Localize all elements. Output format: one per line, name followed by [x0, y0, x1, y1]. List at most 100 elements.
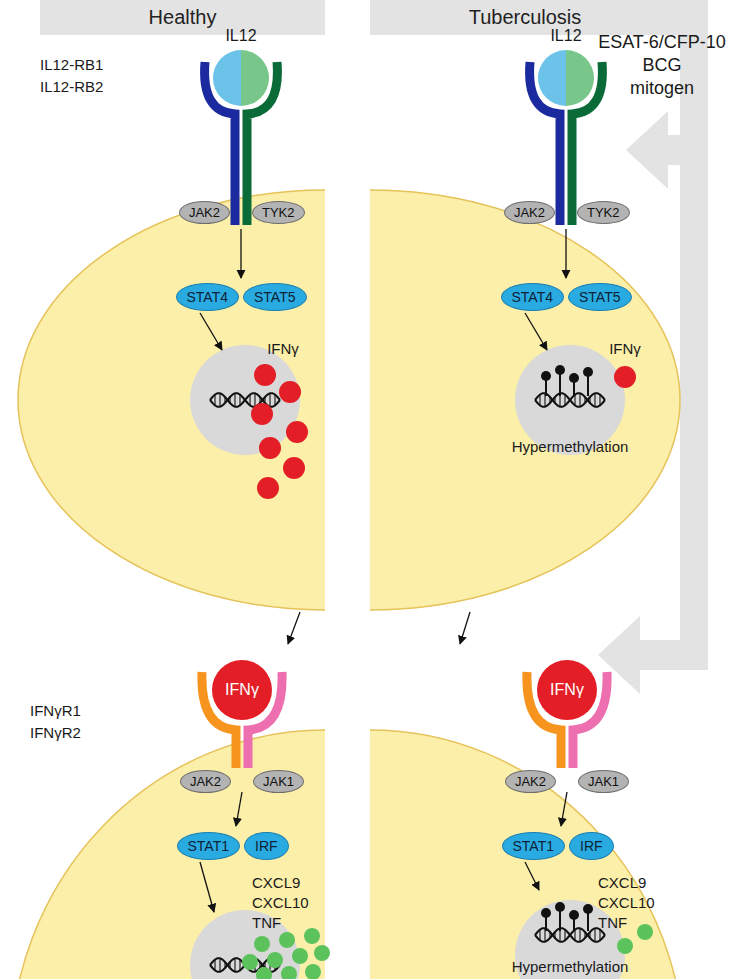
node-text: STAT1	[513, 838, 555, 854]
dna-rung	[594, 928, 595, 942]
signal-arrow	[236, 792, 242, 826]
methyl-group	[569, 910, 579, 920]
cytokine-circle: IFNγ	[537, 660, 597, 720]
chemokine-molecule	[304, 928, 320, 944]
node-text: IRF	[580, 838, 603, 854]
node-text: STAT5	[254, 289, 296, 305]
transcription-factor-oval: IRF	[244, 832, 289, 860]
transcription-factor-oval: STAT1	[177, 832, 241, 860]
annotation-label: IFNγR2	[30, 724, 81, 742]
node-text: IFNγ	[550, 681, 584, 699]
kinase-oval: JAK2	[505, 770, 556, 793]
node-text: JAK2	[190, 774, 221, 789]
annotation-label: CXCL9	[598, 874, 646, 892]
cell	[10, 730, 325, 979]
annotation-label: IFNγ	[267, 340, 299, 358]
signal-arrow	[200, 313, 222, 350]
chemokine-molecule	[617, 938, 633, 954]
kinase-oval: JAK1	[253, 770, 304, 793]
annotation-label: IL12	[550, 26, 581, 45]
cytokine	[538, 50, 566, 106]
signal-arrow	[565, 229, 566, 278]
methyl-group	[583, 367, 593, 377]
cell	[18, 190, 325, 610]
annotation-label: mitogen	[630, 77, 694, 99]
transcription-factor-oval: STAT1	[502, 832, 566, 860]
annotation-label: TNF	[598, 914, 627, 932]
ifng-molecule	[286, 421, 308, 443]
transcription-factor-oval: STAT4	[501, 283, 565, 311]
node-text: STAT5	[579, 289, 621, 305]
node-text: IRF	[255, 838, 278, 854]
kinase-oval: JAK1	[578, 770, 629, 793]
ifng-molecule	[279, 381, 301, 403]
dna-rung	[594, 393, 595, 407]
ifng-molecule	[283, 457, 305, 479]
methyl-group	[555, 902, 565, 912]
dna-rung	[219, 958, 220, 972]
chemokine-molecule	[314, 945, 330, 961]
node-text: JAK2	[514, 205, 545, 220]
dna-rung	[579, 393, 580, 407]
dna-rung	[234, 393, 235, 407]
cytokine	[241, 50, 269, 106]
panel-header: Healthy	[40, 0, 325, 35]
methyl-group	[569, 373, 579, 383]
node-text: JAK1	[588, 774, 619, 789]
annotation-label: CXCL10	[252, 894, 309, 912]
signal-arrow	[460, 612, 470, 644]
kinase-oval: JAK2	[180, 770, 231, 793]
methyl-group	[541, 371, 551, 381]
annotation-label: Hypermethylation	[512, 438, 629, 456]
nucleus	[190, 345, 300, 455]
annotation-label: IFNγ	[609, 340, 641, 358]
dna-strand	[210, 393, 280, 407]
node-text: JAK2	[189, 205, 220, 220]
ifng-molecule	[251, 403, 273, 425]
signal-arrow	[525, 862, 539, 890]
annotation-label: IL12	[225, 26, 256, 45]
kinase-oval: TYK2	[577, 201, 630, 224]
annotation-label: IFNγR1	[30, 702, 81, 720]
chemokine-molecule	[242, 954, 258, 970]
ifng-molecule	[614, 366, 636, 388]
transcription-factor-oval: STAT5	[568, 283, 632, 311]
annotation-label: TNF	[252, 914, 281, 932]
methyl-group	[555, 365, 565, 375]
cytokine-circle: IFNγ	[212, 660, 272, 720]
signal-arrow	[200, 862, 214, 912]
cell	[370, 190, 680, 610]
ifng-molecule	[257, 477, 279, 499]
node-text: STAT4	[512, 289, 554, 305]
kinase-oval: TYK2	[252, 201, 305, 224]
signal-arrow	[288, 612, 300, 644]
chemokine-molecule	[267, 952, 283, 968]
dna-rung	[219, 393, 220, 407]
annotation-label: IL12-RB1	[40, 56, 103, 74]
chemokine-molecule	[281, 966, 297, 979]
signal-arrow	[525, 313, 547, 350]
cytokine	[566, 50, 594, 106]
kinase-oval: JAK2	[179, 201, 230, 224]
signal-arrow	[561, 792, 567, 826]
annotation-label: CXCL9	[252, 874, 300, 892]
node-text: TYK2	[262, 205, 295, 220]
transcription-factor-oval: IRF	[569, 832, 614, 860]
methyl-group	[583, 904, 593, 914]
kinase-oval: JAK2	[504, 201, 555, 224]
annotation-label: Hypermethylation	[512, 958, 629, 976]
signal-arrow	[240, 229, 241, 278]
dna-strand	[210, 393, 280, 407]
node-text: STAT4	[187, 289, 229, 305]
chemokine-molecule	[292, 948, 308, 964]
methyl-group	[541, 908, 551, 918]
node-text: JAK1	[263, 774, 294, 789]
panel-header: Tuberculosis	[370, 0, 708, 35]
chemokine-molecule	[254, 936, 270, 952]
dna-rung	[234, 958, 235, 972]
cytokine	[213, 50, 241, 106]
ifng-molecule	[259, 437, 281, 459]
dna-rung	[269, 393, 270, 407]
